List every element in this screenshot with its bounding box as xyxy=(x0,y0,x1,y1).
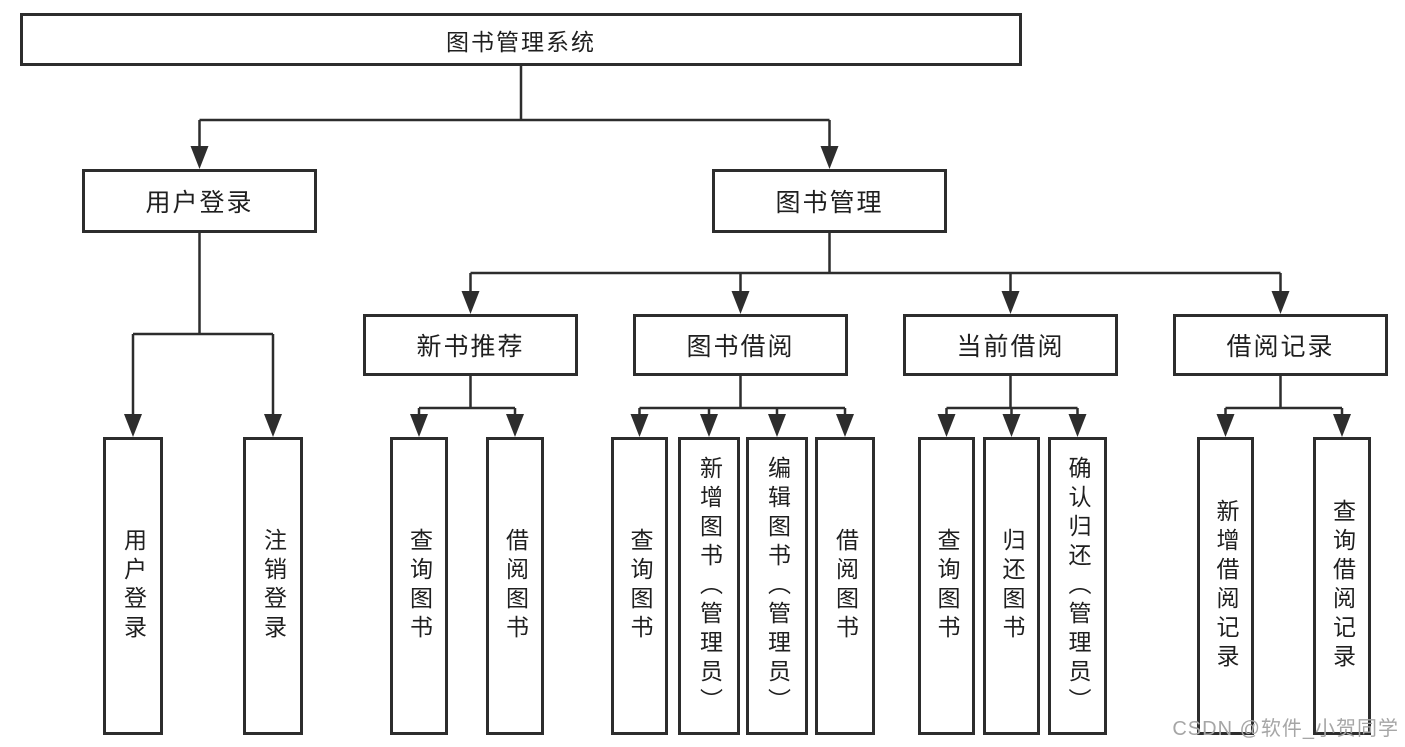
node-label: 借阅图书 xyxy=(502,528,529,644)
node-label: 图书管理系统 xyxy=(446,28,596,55)
node-label: 编辑图书（管理员） xyxy=(764,455,791,717)
leaf-borrow-books-borrowing: 借阅图书 xyxy=(815,437,875,735)
node-new-book-recommendation: 新书推荐 xyxy=(363,314,578,376)
node-label: 注销登录 xyxy=(260,528,287,644)
leaf-query-books-borrowing: 查询图书 xyxy=(611,437,668,735)
node-label: 用户登录 xyxy=(120,528,147,644)
node-user-login: 用户登录 xyxy=(82,169,317,233)
node-label: 新增图书（管理员） xyxy=(696,455,723,717)
leaf-query-books-current: 查询图书 xyxy=(918,437,975,735)
node-label: 图书借阅 xyxy=(686,333,795,361)
node-borrowing-records: 借阅记录 xyxy=(1173,314,1388,376)
node-label: 借阅记录 xyxy=(1226,333,1335,361)
node-label: 用户登录 xyxy=(145,189,254,217)
node-label: 当前借阅 xyxy=(956,333,1065,361)
node-current-borrowing: 当前借阅 xyxy=(903,314,1118,376)
leaf-return-books: 归还图书 xyxy=(983,437,1040,735)
leaf-edit-book-admin: 编辑图书（管理员） xyxy=(746,437,808,735)
node-label: 查询借阅记录 xyxy=(1329,499,1356,673)
leaf-add-borrow-record: 新增借阅记录 xyxy=(1197,437,1254,735)
node-library-management-system: 图书管理系统 xyxy=(20,13,1022,66)
leaf-logout: 注销登录 xyxy=(243,437,303,735)
leaf-add-book-admin: 新增图书（管理员） xyxy=(678,437,740,735)
leaf-borrow-books-recommend: 借阅图书 xyxy=(486,437,544,735)
node-label: 借阅图书 xyxy=(832,528,859,644)
node-label: 新增借阅记录 xyxy=(1213,499,1239,673)
csdn-watermark: CSDN @软件_小贺同学 xyxy=(1172,718,1399,740)
node-label: 查询图书 xyxy=(406,528,433,644)
node-book-borrowing: 图书借阅 xyxy=(633,314,848,376)
node-label: 查询图书 xyxy=(934,528,960,644)
leaf-query-borrow-record: 查询借阅记录 xyxy=(1313,437,1371,735)
node-label: 归还图书 xyxy=(999,528,1025,644)
leaf-user-login: 用户登录 xyxy=(103,437,163,735)
node-label: 图书管理 xyxy=(775,189,884,217)
leaf-query-books-recommend: 查询图书 xyxy=(390,437,448,735)
node-label: 查询图书 xyxy=(627,528,653,644)
node-label: 确认归还（管理员） xyxy=(1065,455,1091,717)
node-book-management: 图书管理 xyxy=(712,169,947,233)
leaf-confirm-return-admin: 确认归还（管理员） xyxy=(1048,437,1107,735)
node-label: 新书推荐 xyxy=(416,333,525,361)
